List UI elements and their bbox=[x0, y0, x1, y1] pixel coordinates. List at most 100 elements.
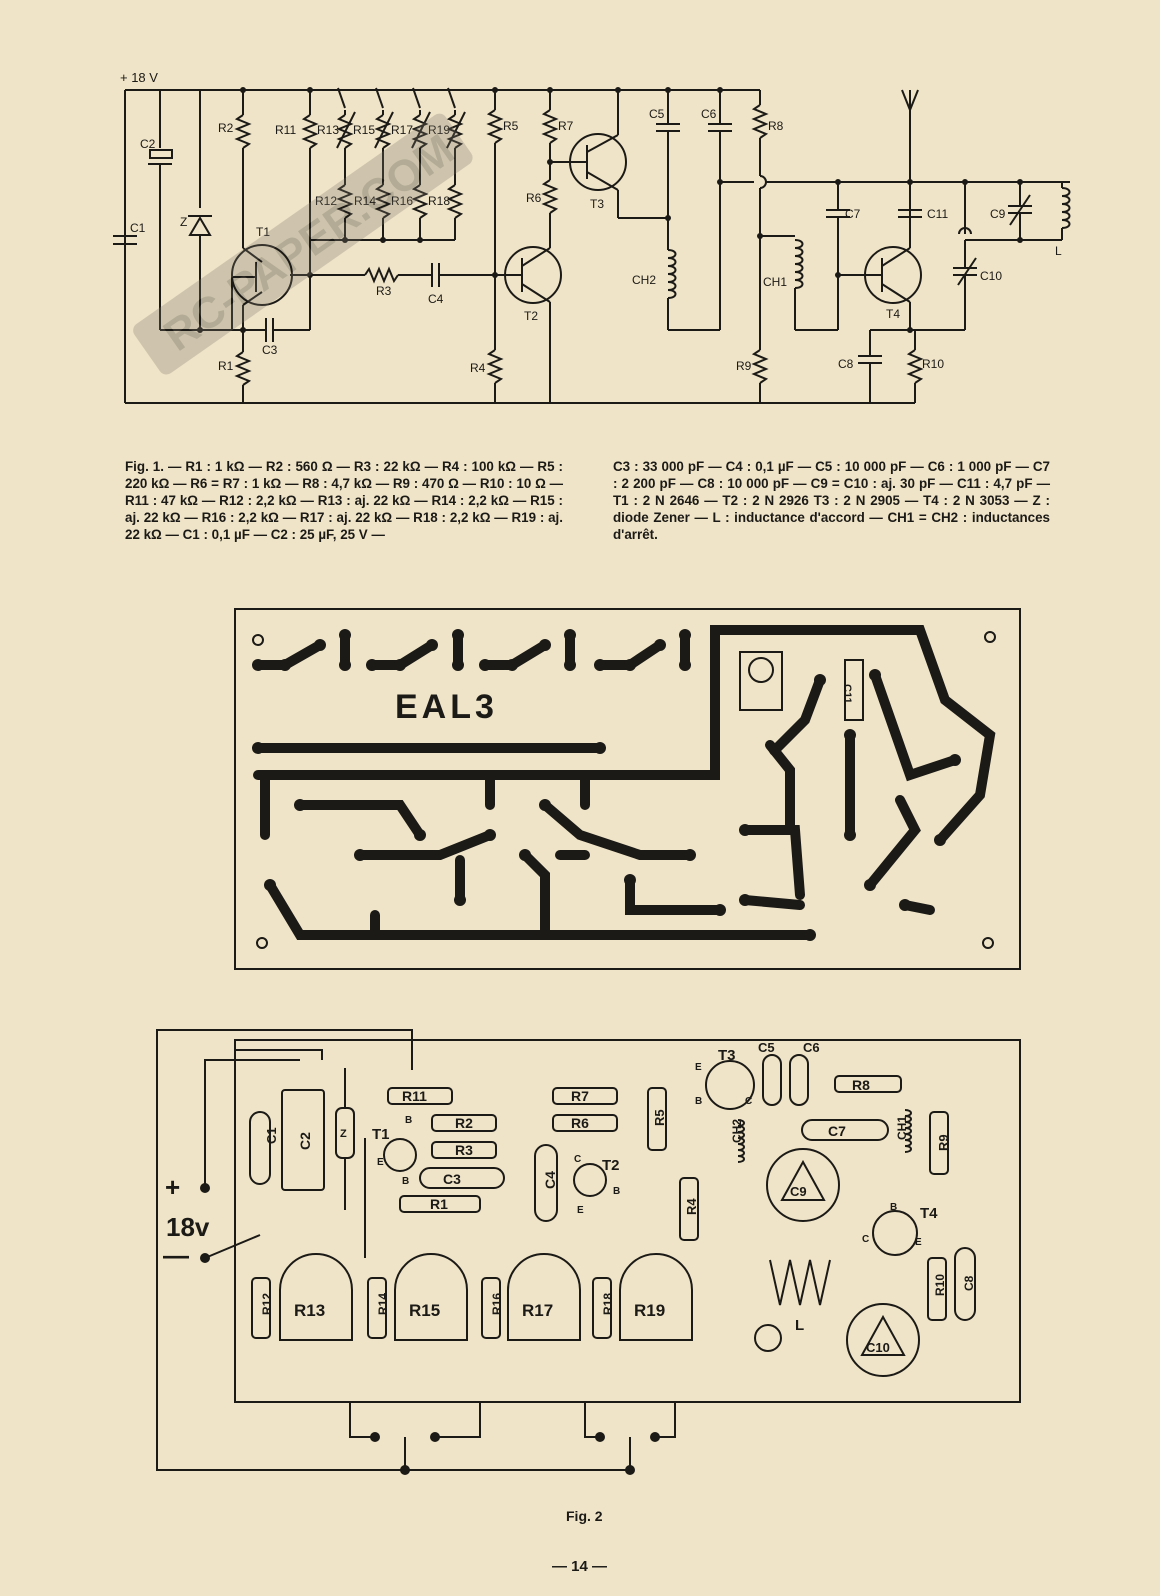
label-c7: C7 bbox=[845, 207, 861, 221]
voltage-label: 18v bbox=[166, 1212, 210, 1242]
part-r8: R8 bbox=[852, 1077, 870, 1093]
label-z: Z bbox=[180, 215, 187, 229]
label-r9: R9 bbox=[736, 359, 752, 373]
plus-terminal-label: + bbox=[165, 1172, 180, 1202]
part-c3: C3 bbox=[443, 1171, 461, 1187]
part-t1: T1 bbox=[372, 1126, 390, 1143]
label-r12: R12 bbox=[315, 194, 337, 208]
pin-t1-e: E bbox=[377, 1157, 384, 1168]
part-c4: C4 bbox=[542, 1171, 558, 1189]
part-ch2: CH2 bbox=[730, 1119, 744, 1143]
pcb-copper-layout: EAL3 C11 bbox=[234, 608, 1021, 970]
caption-fig1-left: Fig. 1. — R1 : 1 kΩ — R2 : 560 Ω — R3 : … bbox=[125, 459, 563, 542]
label-r7: R7 bbox=[558, 119, 574, 133]
part-ch1: CH1 bbox=[895, 1116, 909, 1140]
pin-t2-c: C bbox=[574, 1154, 581, 1165]
pin-t2-b: B bbox=[613, 1186, 620, 1197]
label-r18: R18 bbox=[428, 194, 450, 208]
label-r11: R11 bbox=[275, 123, 296, 137]
label-t2: T2 bbox=[524, 309, 538, 323]
label-r19: R19 bbox=[428, 123, 450, 137]
part-c2: C2 bbox=[297, 1132, 313, 1150]
part-z: Z bbox=[340, 1128, 347, 1140]
pin-t4-e: E bbox=[915, 1237, 922, 1248]
part-r12: R12 bbox=[260, 1293, 274, 1315]
pin-t1-b2: B bbox=[402, 1176, 409, 1187]
part-r14: R14 bbox=[376, 1293, 390, 1315]
label-c3: C3 bbox=[262, 343, 278, 357]
pin-t3-c: C bbox=[745, 1096, 752, 1107]
label-l: L bbox=[1055, 244, 1062, 258]
part-r9: R9 bbox=[936, 1134, 951, 1151]
label-r2: R2 bbox=[218, 121, 234, 135]
label-c6: C6 bbox=[701, 107, 717, 121]
pin-t1-b: B bbox=[405, 1115, 412, 1126]
part-c8: C8 bbox=[962, 1275, 976, 1291]
watermark-text: RC-PAPER.COM bbox=[155, 125, 463, 361]
label-c10: C10 bbox=[980, 269, 1002, 283]
part-r3: R3 bbox=[455, 1142, 473, 1158]
label-r4: R4 bbox=[470, 361, 486, 375]
label-c1: C1 bbox=[130, 221, 146, 235]
part-t3: T3 bbox=[718, 1047, 736, 1064]
pcb-title: EAL3 bbox=[395, 688, 498, 726]
label-c2: C2 bbox=[140, 137, 156, 151]
label-ch1: CH1 bbox=[763, 275, 787, 289]
label-r5: R5 bbox=[503, 119, 519, 133]
part-r6: R6 bbox=[571, 1115, 589, 1131]
label-r10: R10 bbox=[922, 357, 944, 371]
label-c4: C4 bbox=[428, 292, 444, 306]
label-r14: R14 bbox=[354, 194, 376, 208]
watermark-stamp: RC-PAPER.COM bbox=[133, 113, 473, 375]
label-c9: C9 bbox=[990, 207, 1006, 221]
part-c6: C6 bbox=[803, 1040, 820, 1055]
part-r4: R4 bbox=[684, 1198, 699, 1215]
fig2-label: Fig. 2 bbox=[566, 1508, 603, 1524]
label-r17: R17 bbox=[391, 123, 413, 137]
caption-fig1-right: C3 : 33 000 pF — C4 : 0,1 µF — C5 : 10 0… bbox=[613, 459, 1050, 542]
pcb-c11-label: C11 bbox=[841, 684, 853, 704]
minus-terminal-label: — bbox=[163, 1240, 189, 1270]
part-r7: R7 bbox=[571, 1088, 589, 1104]
label-t4: T4 bbox=[886, 307, 900, 321]
part-r1: R1 bbox=[430, 1196, 448, 1212]
part-r10: R10 bbox=[933, 1274, 947, 1296]
circuit-schematic: + 18 V R2 R11 R13 R15 R17 R19 R12 R14 R1… bbox=[113, 70, 1071, 404]
part-r5: R5 bbox=[652, 1109, 667, 1126]
part-r17: R17 bbox=[522, 1301, 553, 1320]
part-c9: C9 bbox=[790, 1184, 807, 1199]
label-ch2: CH2 bbox=[632, 273, 656, 287]
label-r3: R3 bbox=[376, 284, 392, 298]
supply-label: + 18 V bbox=[120, 70, 158, 85]
label-r13: R13 bbox=[317, 123, 339, 137]
part-l: L bbox=[795, 1317, 804, 1334]
label-c11: C11 bbox=[927, 207, 948, 221]
label-r16: R16 bbox=[391, 194, 413, 208]
label-c8: C8 bbox=[838, 357, 854, 371]
label-r8: R8 bbox=[768, 119, 784, 133]
pin-t3-b: B bbox=[695, 1096, 702, 1107]
part-t2: T2 bbox=[602, 1157, 620, 1174]
part-c7: C7 bbox=[828, 1123, 846, 1139]
label-c5: C5 bbox=[649, 107, 665, 121]
pin-t2-e: E bbox=[577, 1205, 584, 1216]
part-r16: R16 bbox=[490, 1293, 504, 1315]
pin-t4-b: B bbox=[890, 1202, 897, 1213]
label-t1: T1 bbox=[256, 225, 270, 239]
component-layout: + 18v — bbox=[156, 1029, 1021, 1475]
part-c10: C10 bbox=[866, 1340, 890, 1355]
part-c1: C1 bbox=[264, 1127, 279, 1144]
page-number: — 14 — bbox=[552, 1558, 608, 1575]
label-t3: T3 bbox=[590, 197, 604, 211]
part-t4: T4 bbox=[920, 1205, 938, 1222]
label-r6: R6 bbox=[526, 191, 542, 205]
part-c5: C5 bbox=[758, 1040, 775, 1055]
part-r2: R2 bbox=[455, 1115, 473, 1131]
label-r1: R1 bbox=[218, 359, 234, 373]
pin-t4-c: C bbox=[862, 1234, 869, 1245]
part-r13: R13 bbox=[294, 1301, 325, 1320]
part-r18: R18 bbox=[601, 1293, 615, 1315]
pin-t3-e: E bbox=[695, 1062, 702, 1073]
part-r19: R19 bbox=[634, 1301, 665, 1320]
